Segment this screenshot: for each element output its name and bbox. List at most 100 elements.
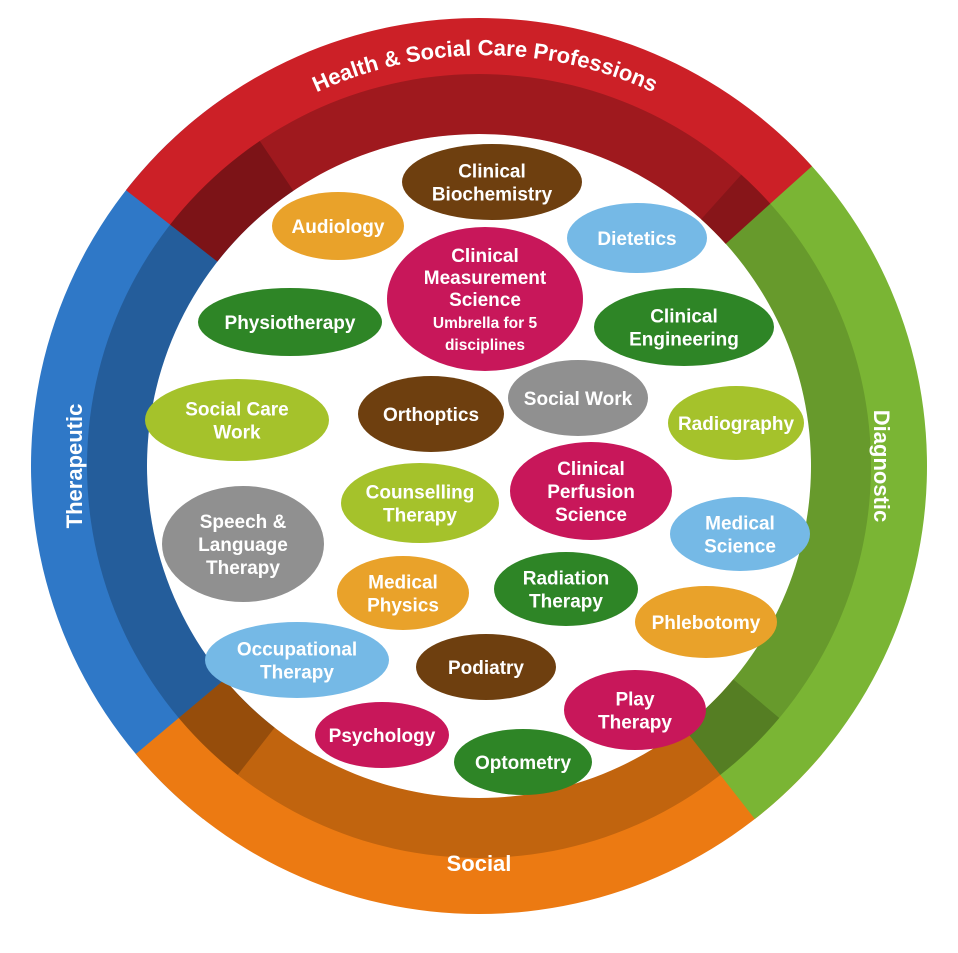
bubble-label-line: Radiography (678, 414, 795, 435)
bubble-label-line: Play (615, 690, 655, 711)
bubble-label-line: Orthoptics (383, 405, 479, 426)
bubble-orthoptics: Orthoptics (358, 376, 504, 452)
bubble-label-line: Medical (368, 573, 438, 594)
bubble-label-line: Engineering (629, 330, 739, 351)
ring-inner-shade-health-social-care (170, 74, 771, 262)
bubble-psychology: Psychology (315, 702, 449, 768)
bubble-label: Orthoptics (383, 405, 479, 426)
ring-segment-diagnostic (683, 133, 927, 820)
bubble-label-line: Radiation (523, 569, 610, 590)
bubble-label-line: Podiatry (448, 658, 524, 679)
bubble-label-line: Physiotherapy (225, 313, 356, 334)
bubble-label: Phlebotomy (652, 613, 761, 634)
bubble-label: Psychology (329, 726, 436, 747)
ring-label-bottom: Social (447, 851, 512, 876)
ring-segment-therapeutic (30, 94, 294, 820)
bubble-shape (198, 288, 382, 356)
bubble-label-line: Dietetics (597, 229, 676, 250)
bubble-shape (635, 586, 777, 658)
bubble-shape (145, 379, 329, 461)
bubble-radiography: Radiography (668, 386, 804, 460)
bubble-shape (358, 376, 504, 452)
bubble-label-line: Medical (705, 514, 775, 535)
bubble-shape (567, 203, 707, 273)
bubble-label-line: Science (555, 505, 627, 526)
ring-segment-health-social-care (125, 18, 812, 262)
bubble-shape (162, 486, 324, 602)
bubble-social-work: Social Work (508, 360, 648, 436)
bubble-shape (315, 702, 449, 768)
bubble-label-line: Work (213, 423, 261, 444)
bubble-shape (508, 360, 648, 436)
bubble-dietetics: Dietetics (567, 203, 707, 273)
bubble-label-line: Physics (367, 596, 439, 617)
bubble-label-line: Counselling (366, 483, 475, 504)
bubble-audiology: Audiology (272, 192, 404, 260)
bubble-label: Physiotherapy (225, 313, 356, 334)
bubble-shape (494, 552, 638, 626)
bubble-label-line: Speech & (200, 512, 287, 533)
ring-label-left: Therapeutic (62, 404, 87, 529)
bubble-label-line: Clinical (557, 459, 625, 480)
bubble-label-line: Science (704, 537, 776, 558)
outer-ring (30, 18, 927, 915)
bubble-shape (510, 442, 672, 540)
bubble-label-line: disciplines (445, 337, 525, 354)
bubble-shape (668, 386, 804, 460)
bubble-label-line: Occupational (237, 640, 357, 661)
bubble-shape (341, 463, 499, 543)
bubble-label-line: Clinical (650, 307, 718, 328)
bubble-label: Audiology (292, 217, 385, 238)
bubble-label-line: Phlebotomy (652, 613, 761, 634)
ring-label-right: Diagnostic (869, 410, 894, 522)
bubble-label: Radiography (678, 414, 795, 435)
bubble-podiatry: Podiatry (416, 634, 556, 700)
bubble-label-line: Social Work (524, 389, 633, 410)
bubble-physiotherapy: Physiotherapy (198, 288, 382, 356)
bubble-label-line: Umbrella for 5 (433, 315, 538, 332)
bubble-optometry: Optometry (454, 729, 592, 795)
bubble-label: Podiatry (448, 658, 524, 679)
bubble-label-line: Social Care (185, 400, 289, 421)
bubble-shape (272, 192, 404, 260)
bubble-label-line: Optometry (475, 753, 572, 774)
bubble-shape (337, 556, 469, 630)
bubble-label-line: Therapy (206, 558, 280, 579)
bubble-label-line: Science (449, 290, 521, 311)
bubble-label: Dietetics (597, 229, 676, 250)
bubble-label-line: Psychology (329, 726, 436, 747)
bubble-label-line: Biochemistry (432, 185, 553, 206)
bubble-shape (205, 622, 389, 698)
ring-inner-shade-diagnostic (683, 174, 871, 775)
ring-inner-shade-therapeutic (87, 141, 294, 775)
bubble-shape (594, 288, 774, 366)
ring-segment-social (135, 679, 823, 915)
bubble-label-line: Perfusion (547, 482, 635, 503)
bubble-label-line: Therapy (529, 592, 603, 613)
bubble-phlebotomy: Phlebotomy (635, 586, 777, 658)
bubble-label-line: Measurement (424, 268, 547, 289)
bubble-shape (387, 227, 583, 371)
bubble-label: Social Work (524, 389, 633, 410)
bubble-shape (402, 144, 582, 220)
